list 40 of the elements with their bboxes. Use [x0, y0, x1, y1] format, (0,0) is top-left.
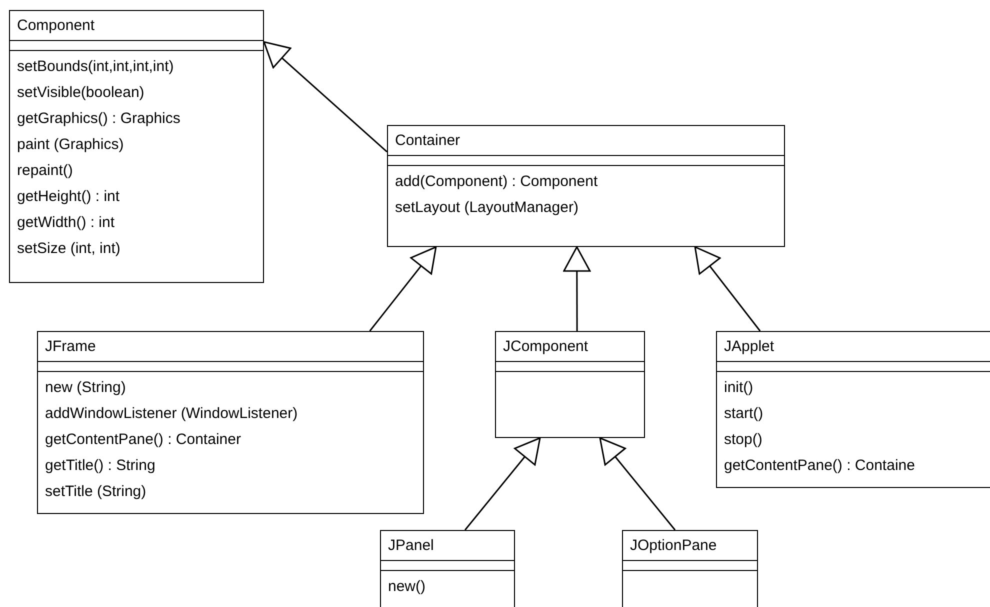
- class-box: [716, 331, 990, 488]
- class-name: JFrame: [45, 338, 96, 355]
- class-box: [387, 125, 785, 247]
- class-name: Component: [17, 17, 95, 34]
- method-signature: repaint(): [17, 161, 73, 181]
- class-name: Container: [395, 132, 460, 149]
- method-signature: addWindowListener (WindowListener): [45, 404, 298, 424]
- method-signature: init(): [724, 378, 754, 398]
- method-signature: getTitle() : String: [45, 456, 156, 476]
- class-box: [9, 10, 264, 283]
- method-signature: setSize (int, int): [17, 239, 120, 259]
- class-box: [495, 331, 645, 438]
- generalization-arrow: [263, 41, 388, 152]
- method-signature: getContentPane() : Containe: [724, 456, 915, 476]
- generalization-arrow: [369, 246, 437, 332]
- method-signature: new (String): [45, 378, 126, 398]
- method-signature: setLayout (LayoutManager): [395, 198, 578, 218]
- class-name: JOptionPane: [630, 537, 717, 554]
- generalization-arrow: [694, 246, 761, 332]
- class-box: [37, 331, 424, 514]
- method-signature: getGraphics() : Graphics: [17, 109, 180, 129]
- method-signature: getContentPane() : Container: [45, 430, 241, 450]
- class-name: JComponent: [503, 338, 588, 355]
- method-signature: setTitle (String): [45, 482, 146, 502]
- class-name: JApplet: [724, 338, 774, 355]
- generalization-arrow: [599, 437, 676, 530]
- class-box: [380, 530, 515, 607]
- method-signature: start(): [724, 404, 764, 424]
- method-signature: paint (Graphics): [17, 135, 124, 155]
- class-box: [622, 530, 758, 607]
- class-name: JPanel: [388, 537, 434, 554]
- generalization-arrow: [563, 246, 591, 331]
- method-signature: getHeight() : int: [17, 187, 120, 207]
- generalization-arrow: [464, 437, 541, 530]
- method-signature: setBounds(int,int,int,int): [17, 57, 174, 77]
- method-signature: new(): [388, 577, 426, 597]
- method-signature: add(Component) : Component: [395, 172, 598, 192]
- method-signature: setVisible(boolean): [17, 83, 144, 103]
- method-signature: getWidth() : int: [17, 213, 115, 233]
- method-signature: stop(): [724, 430, 762, 450]
